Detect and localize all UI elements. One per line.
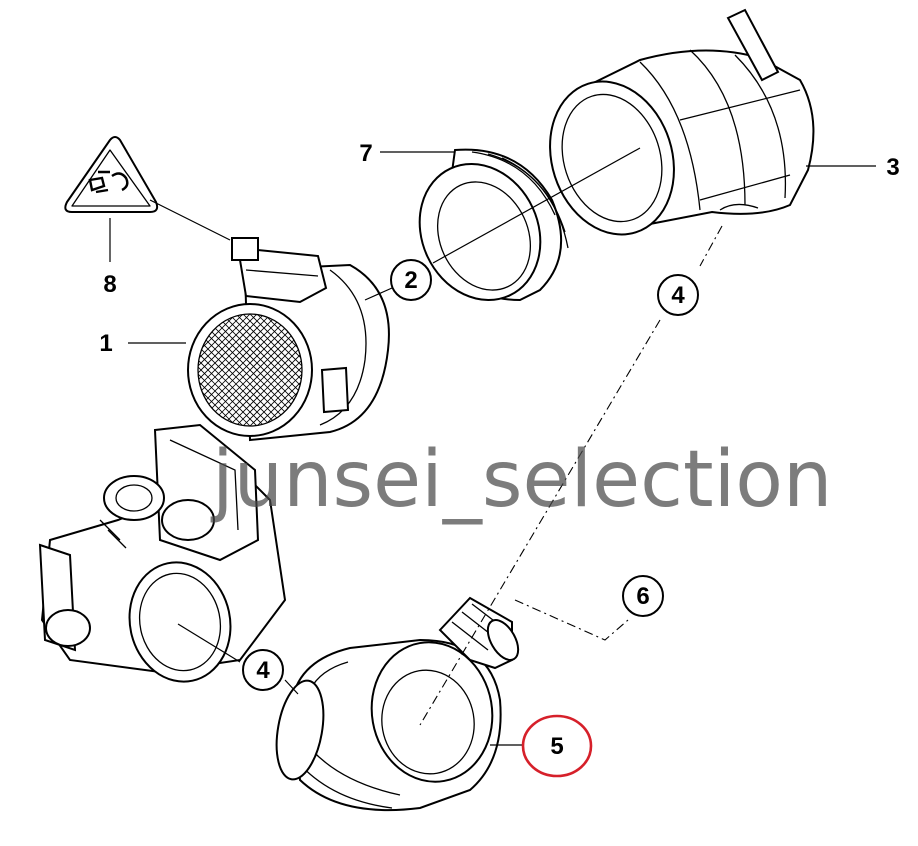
callout-1-label: 1 (99, 330, 112, 357)
throttle-body (38, 423, 287, 683)
mesh-line (198, 314, 275, 426)
warning-label-part-8 (64, 136, 159, 213)
mesh-line (211, 314, 302, 426)
callout-7-label: 7 (359, 140, 372, 167)
callout-1: 1 (99, 330, 112, 357)
mesh-line (37, 290, 197, 450)
callout-2-label: 2 (404, 267, 417, 294)
callout-4-lower: 4 (242, 649, 284, 691)
callout-8-label: 8 (103, 271, 116, 298)
mesh-line (198, 314, 268, 426)
mesh-line (198, 314, 205, 426)
mesh-line (232, 314, 302, 426)
mesh-line (198, 314, 268, 426)
callout-3-label: 3 (886, 154, 899, 181)
mesh-line (198, 314, 275, 426)
highlight-circle (521, 714, 593, 778)
leader-lines (109, 147, 876, 746)
mesh-line (232, 314, 302, 426)
callout-5-label: 5 (550, 733, 563, 760)
callout-6-label: 6 (636, 583, 649, 610)
intake-elbow-part-5 (275, 638, 502, 811)
mesh-line (218, 314, 302, 426)
callout-8: 8 (103, 271, 116, 298)
mesh-line (198, 314, 289, 426)
callout-4-lower-label: 4 (256, 657, 270, 684)
mesh-line (30, 290, 190, 450)
callout-4-upper: 4 (657, 274, 699, 316)
callout-5: 5 (521, 714, 593, 778)
callout-3: 3 (886, 154, 899, 181)
breather-nipple-part-6 (438, 596, 520, 670)
callout-7: 7 (359, 140, 372, 167)
watermark-text: junsei_selection (210, 435, 832, 525)
mesh-screen (30, 290, 302, 450)
callout-6: 6 (622, 575, 664, 617)
seal-ring-part-7 (418, 148, 569, 302)
mesh-line (37, 290, 197, 450)
mesh-line (225, 314, 302, 426)
mesh-line (198, 314, 302, 426)
callout-2: 2 (390, 259, 432, 301)
mesh-line (198, 314, 205, 426)
mesh-line (225, 314, 302, 426)
intake-boot-part-3 (549, 8, 815, 236)
mesh-line (198, 314, 282, 426)
mesh-line (30, 290, 190, 450)
callout-4-upper-label: 4 (671, 282, 685, 309)
